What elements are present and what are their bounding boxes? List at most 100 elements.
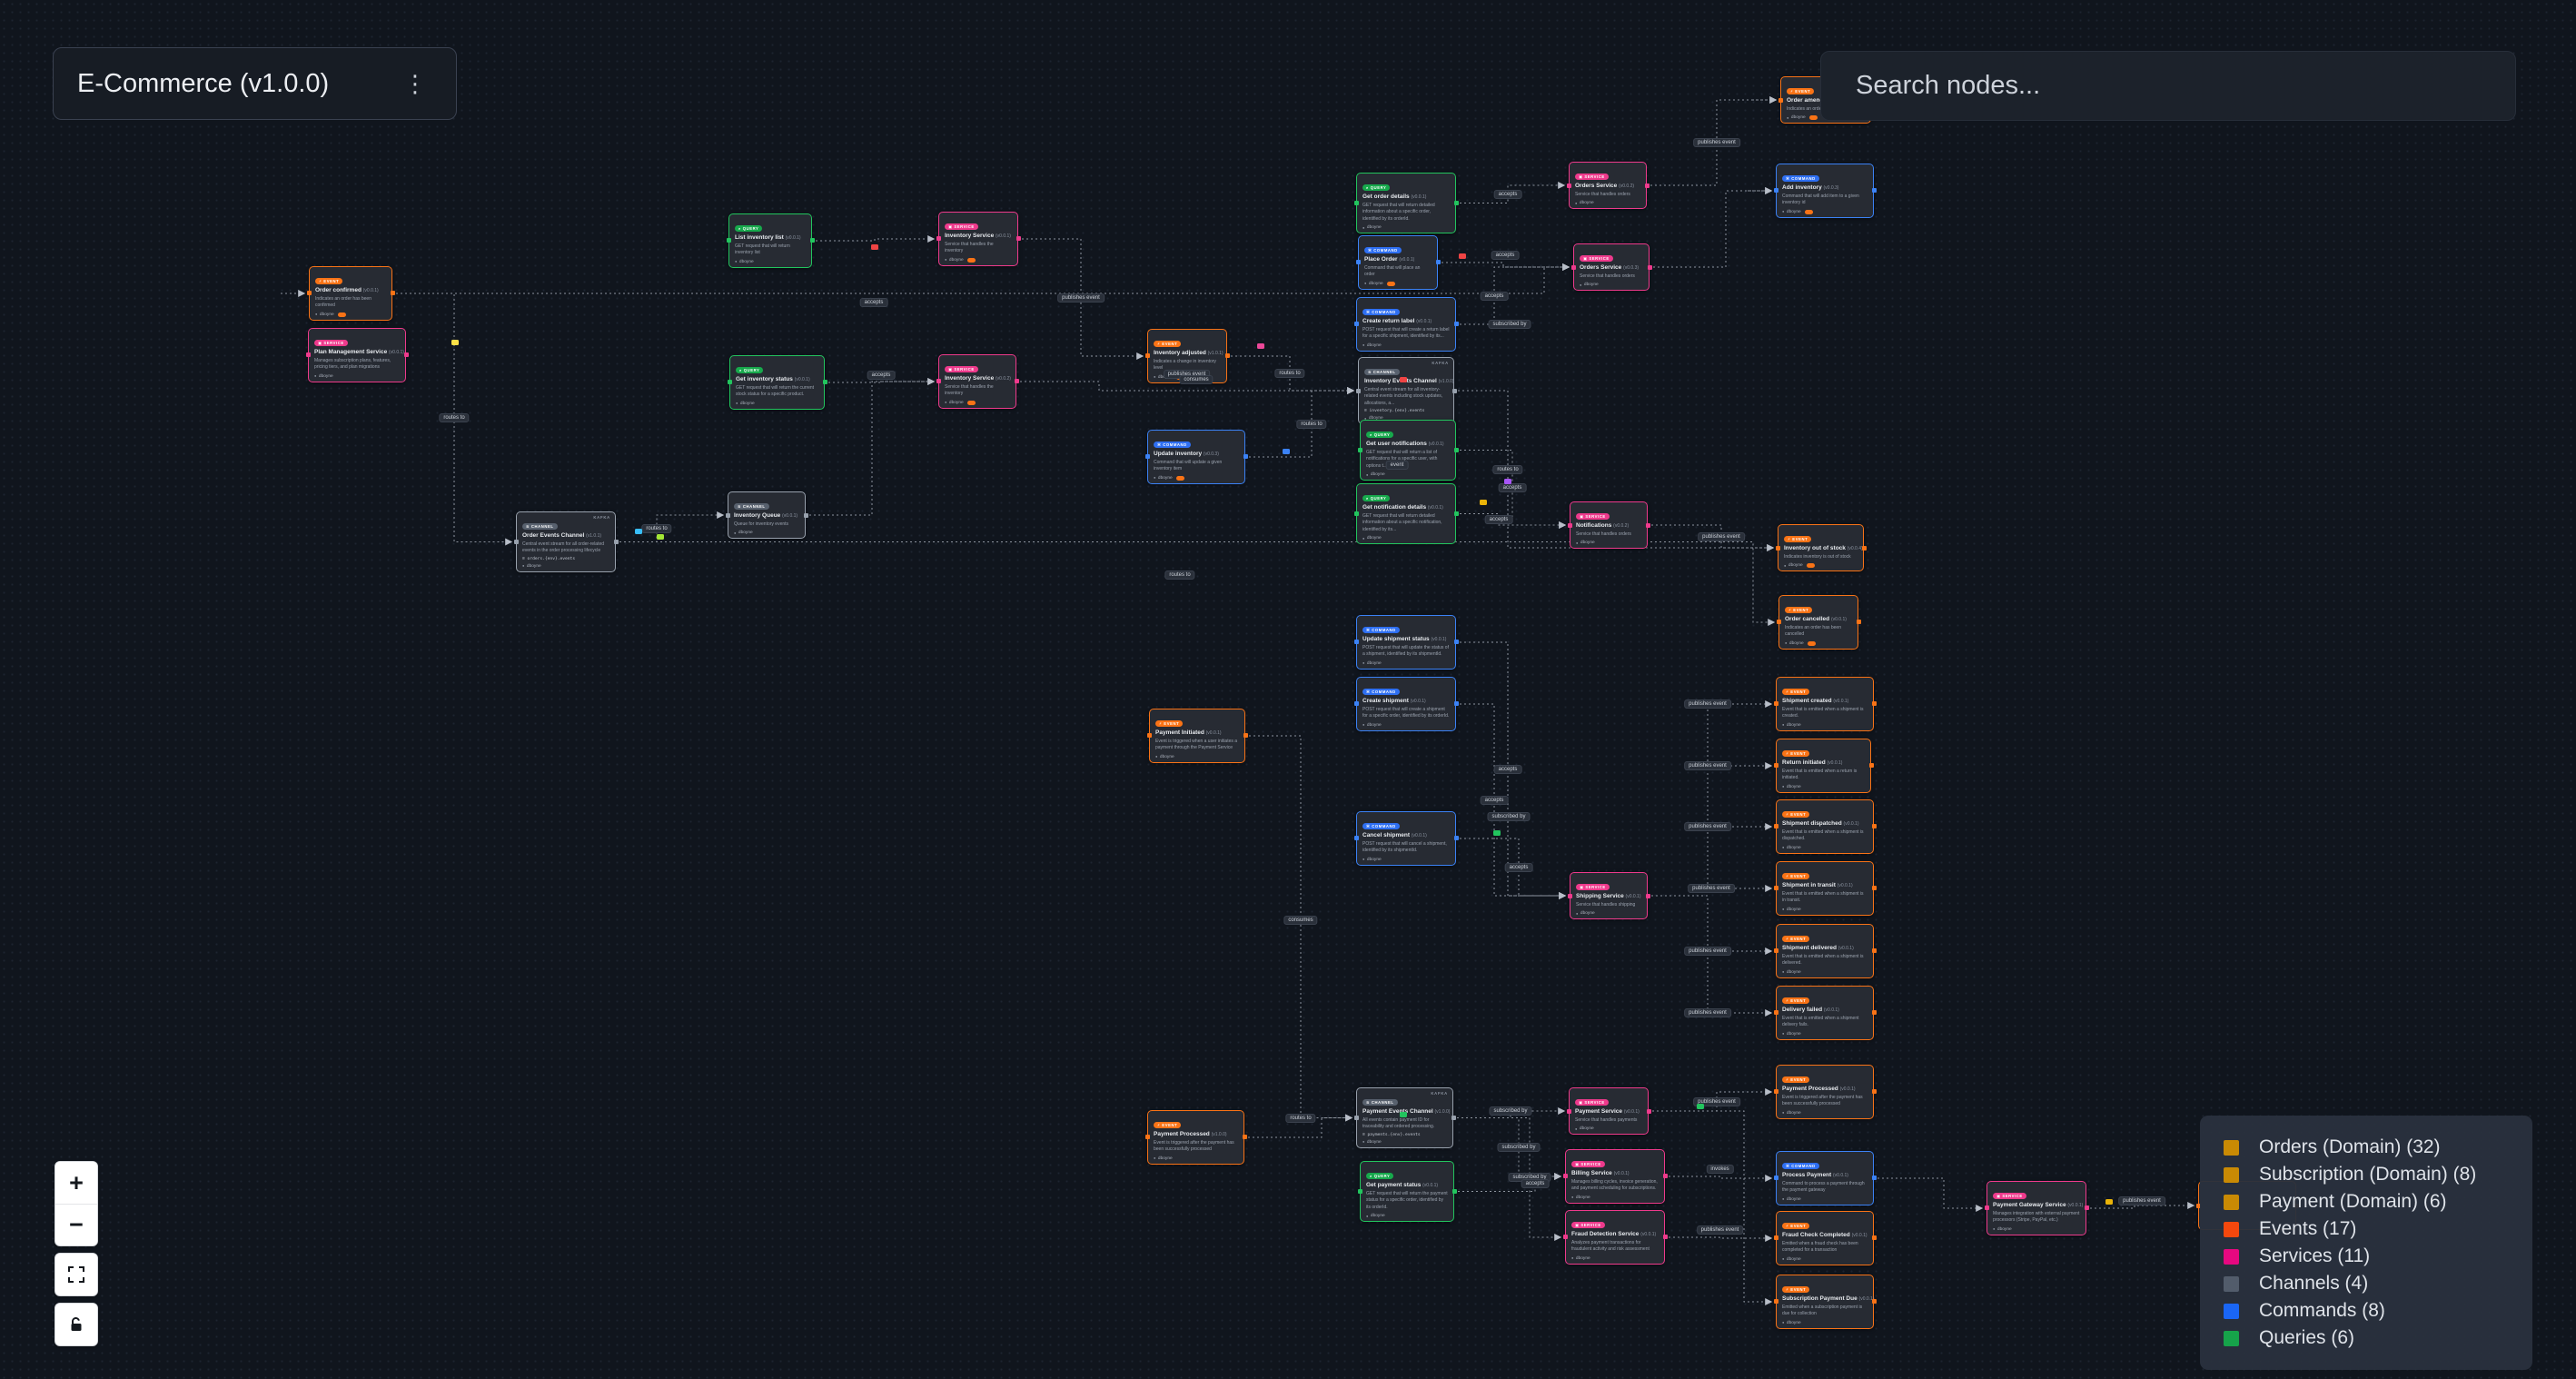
lock-button[interactable] (55, 1304, 97, 1345)
node-version: (v0.0.2) (996, 376, 1011, 382)
owner-name: dboyne (1786, 1196, 1801, 1202)
node-title: Orders Service (v0.0.2) (1575, 183, 1635, 189)
legend-item[interactable]: Commands (8) (2224, 1297, 2509, 1324)
owner-count-badge (1805, 209, 1814, 214)
node-footer: ●dboyne (1782, 1321, 1868, 1325)
legend-item[interactable]: Orders (Domain) (32) (2224, 1134, 2509, 1161)
node-version: (v0.0.1) (1422, 1183, 1439, 1188)
zoom-out-button[interactable]: − (55, 1204, 97, 1245)
legend-item[interactable]: Services (11) (2224, 1243, 2509, 1270)
fit-view-button[interactable] (55, 1254, 97, 1295)
owner-icon: ● (945, 400, 947, 405)
node-footer: ●dboyne (1362, 536, 1450, 541)
kebab-menu-icon[interactable]: ⋮ (403, 70, 427, 97)
node-footer: ●dboyne (736, 402, 818, 406)
owner-name: dboyne (1159, 754, 1174, 759)
owner-icon: ● (1362, 535, 1365, 541)
owner-icon: ● (1364, 415, 1367, 421)
node-title: Get order details (v0.0.1) (1362, 193, 1427, 200)
legend-swatch (2224, 1166, 2239, 1183)
node-description: Indicates an order has been cancelled (1785, 624, 1841, 638)
legend-label: Subscription (Domain) (8) (2259, 1164, 2477, 1185)
owner-name: dboyne (1786, 209, 1801, 214)
node-version: (v0.0.1) (1837, 883, 1853, 888)
owner-icon: ● (736, 401, 738, 406)
zoom-control-group: + − (54, 1161, 98, 1246)
edge-label: accepts (1480, 795, 1509, 805)
legend-item[interactable]: Channels (4) (2224, 1270, 2509, 1297)
edge-label: routes to (1296, 419, 1327, 429)
fit-view-icon (68, 1266, 84, 1283)
node-type-badge: ≋ CHANNEL (734, 502, 769, 510)
legend-item[interactable]: Events (17) (2224, 1215, 2509, 1243)
legend-item[interactable]: Queries (6) (2224, 1324, 2509, 1352)
node-footer: ●dboyne (1782, 846, 1868, 850)
node-description: POST request that will update the status… (1362, 644, 1449, 658)
node-footer: ●dboyne (1362, 225, 1450, 230)
node-type-badge: ⌘ COMMAND (1362, 626, 1400, 633)
node-type-badge: ▣ SERVICE (314, 339, 348, 346)
owner-name: dboyne (319, 312, 334, 317)
node-title: Shipment delivered (v0.0.1) (1782, 945, 1854, 951)
node-footer: ●dboyne (1576, 911, 1641, 916)
legend-item[interactable]: Subscription (Domain) (8) (2224, 1161, 2509, 1188)
node-title: Notifications (v0.0.2) (1576, 522, 1630, 529)
node-version: (v0.0.1) (1416, 319, 1432, 324)
node-type-badge: ⌕ QUERY (735, 224, 763, 232)
node-version: (v0.0.1) (1851, 1233, 1868, 1238)
search-input[interactable] (1821, 52, 2515, 120)
node-description: Command that will update a given invento… (1154, 459, 1223, 472)
node-type-badge: ▣ SERVICE (1576, 512, 1610, 520)
owner-count-badge (967, 400, 976, 405)
node-description: POST request that will create a return l… (1362, 326, 1450, 340)
zoom-in-button[interactable]: + (55, 1162, 97, 1204)
owner-icon: ● (1782, 1256, 1785, 1262)
unlock-icon (71, 1317, 82, 1331)
legend-item[interactable]: Payment (Domain) (6) (2224, 1188, 2509, 1215)
